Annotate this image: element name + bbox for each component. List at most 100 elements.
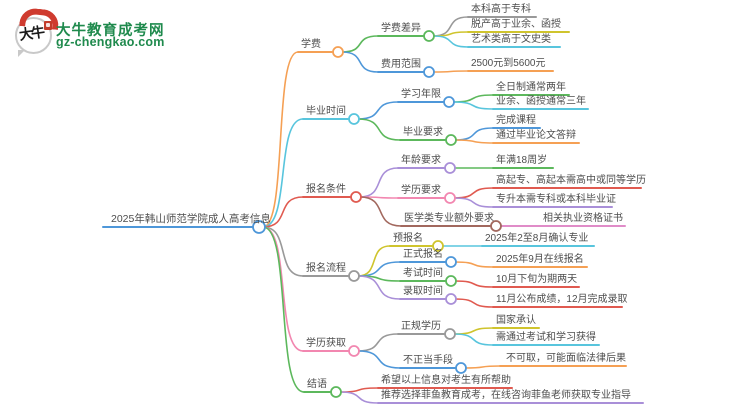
branch-connector	[452, 101, 494, 110]
mindmap-node-label[interactable]: 高起专、高起本需高中或同等学历	[496, 175, 646, 186]
branch-connector	[357, 333, 399, 352]
mindmap-node-label[interactable]: 不正当手段	[403, 355, 453, 366]
collapse-handle[interactable]	[348, 270, 360, 282]
mindmap-node-label[interactable]: 学历要求	[401, 185, 441, 196]
mindmap-node-label[interactable]: 预报名	[393, 233, 423, 244]
branch-connector	[262, 226, 304, 352]
mindmap-node-label[interactable]: 本科高于专科	[471, 4, 531, 15]
mindmap-node-label[interactable]: 报名条件	[306, 184, 346, 195]
collapse-handle[interactable]	[445, 134, 457, 146]
branch-connector	[357, 261, 401, 277]
mindmap-node-label[interactable]: 2025年9月在线报名	[496, 254, 584, 265]
mindmap-node-label[interactable]: 毕业要求	[403, 127, 443, 138]
branch-connector	[357, 275, 401, 300]
branch-connector	[262, 196, 304, 228]
branch-connector	[452, 94, 494, 103]
branch-connector	[341, 35, 379, 53]
mindmap-node-label[interactable]: 10月下旬为期两天	[496, 274, 578, 285]
branch-connector	[454, 261, 494, 268]
branch-connector	[359, 167, 399, 198]
branch-connector	[432, 31, 469, 37]
mindmap-node-label[interactable]: 2025年2至8月确认专业	[485, 233, 589, 244]
mindmap-node-label[interactable]: 正规学历	[401, 321, 441, 332]
mindmap-node-label[interactable]: 学历获取	[306, 338, 346, 349]
collapse-handle[interactable]	[350, 191, 362, 203]
logo-glyphs: 大牛	[18, 24, 45, 44]
branch-connector	[432, 35, 469, 48]
branch-connector	[262, 118, 304, 228]
collapse-handle[interactable]	[348, 345, 360, 357]
mindmap-node-label[interactable]: 脱产高于业余、函授	[471, 19, 561, 30]
mindmap-node-label[interactable]: 国家承认	[496, 315, 536, 326]
logo-seal-icon	[44, 21, 52, 30]
mindmap-node-label[interactable]: 通过毕业论文答辩	[496, 130, 576, 141]
mindmap-node-label[interactable]: 考试时间	[403, 268, 443, 279]
branch-connector	[339, 391, 379, 404]
collapse-handle[interactable]	[444, 328, 456, 340]
mindmap-node-label[interactable]: 需通过考试和学习获得	[496, 332, 596, 343]
brand-domain: gz-chengkao.com	[56, 35, 165, 49]
site-logo[interactable]: 大牛 大牛教育成考网 gz-chengkao.com	[0, 0, 200, 70]
mindmap-node-label[interactable]: 录取时间	[403, 286, 443, 297]
mindmap-node-label[interactable]: 艺术类高于文史类	[471, 34, 551, 45]
collapse-handle[interactable]	[332, 46, 344, 58]
mindmap-node-label[interactable]: 全日制通常两年	[496, 82, 566, 93]
mindmap-node-label[interactable]: 费用范围	[381, 59, 421, 70]
mindmap-node-label[interactable]: 完成课程	[496, 115, 536, 126]
collapse-handle[interactable]	[348, 113, 360, 125]
collapse-handle[interactable]	[423, 66, 435, 78]
collapse-handle[interactable]	[455, 362, 467, 374]
branch-connector	[341, 51, 379, 73]
mindmap-node-label[interactable]: 业余、函授通常三年	[496, 96, 586, 107]
branch-connector	[262, 226, 304, 277]
mindmap-node-label[interactable]: 医学类专业额外要求	[404, 213, 494, 224]
branch-connector	[357, 101, 399, 120]
collapse-handle[interactable]	[444, 162, 456, 174]
branch-connector	[262, 226, 305, 393]
mindmap-node-label[interactable]: 学习年限	[401, 89, 441, 100]
mindmap-node-label[interactable]: 毕业时间	[306, 106, 346, 117]
branch-connector	[454, 298, 494, 308]
branch-connector	[432, 70, 469, 73]
mindmap-node-label[interactable]: 推荐选择菲鱼教育成考，在线咨询菲鱼老师获取专业指导	[381, 390, 631, 401]
logo-bubble-tail-icon	[18, 50, 25, 57]
branch-connector	[357, 350, 401, 369]
branch-connector	[454, 127, 494, 141]
collapse-handle[interactable]	[423, 30, 435, 42]
mindmap-node-label[interactable]: 学费	[301, 39, 321, 50]
collapse-handle[interactable]	[490, 220, 502, 232]
collapse-handle[interactable]	[252, 220, 266, 234]
mindmap-node-label[interactable]: 专升本需专科或本科毕业证	[496, 194, 616, 205]
collapse-handle[interactable]	[444, 192, 456, 204]
branch-connector	[339, 387, 379, 393]
branch-connector	[357, 118, 401, 141]
collapse-handle[interactable]	[445, 293, 457, 305]
mindmap-node-label[interactable]: 结语	[307, 379, 327, 390]
mindmap-node-label[interactable]: 正式报名	[403, 249, 443, 260]
branch-connector	[357, 245, 391, 277]
branch-connector	[262, 51, 299, 228]
mindmap-node-label[interactable]: 年龄要求	[401, 155, 441, 166]
mindmap-node-label[interactable]: 2500元到5600元	[471, 58, 546, 69]
collapse-handle[interactable]	[432, 240, 444, 252]
branch-connector	[454, 139, 494, 144]
collapse-handle[interactable]	[445, 275, 457, 287]
mindmap-node-label[interactable]: 希望以上信息对考生有所帮助	[381, 375, 511, 386]
mindmap-node-label[interactable]: 年满18周岁	[496, 155, 548, 166]
mindmap-node-label[interactable]: 学费差异	[381, 23, 421, 34]
collapse-handle[interactable]	[445, 256, 457, 268]
mindmap-node-label[interactable]: 11月公布成绩，12月完成录取	[496, 294, 628, 305]
mindmap-node-label[interactable]: 不可取，可能面临法律后果	[506, 353, 626, 364]
mindmap-node-label[interactable]: 报名流程	[306, 263, 346, 274]
mindmap-node-label[interactable]: 相关执业资格证书	[543, 213, 623, 224]
collapse-handle[interactable]	[443, 96, 455, 108]
branch-connector	[453, 333, 494, 346]
branch-connector	[464, 365, 501, 369]
collapse-handle[interactable]	[330, 386, 342, 398]
branch-connector	[453, 327, 494, 335]
branch-connector	[453, 187, 494, 199]
brand-name: 大牛教育成考网	[56, 23, 165, 39]
mindmap-node-label[interactable]: 2025年韩山师范学院成人高考信息	[111, 213, 271, 225]
